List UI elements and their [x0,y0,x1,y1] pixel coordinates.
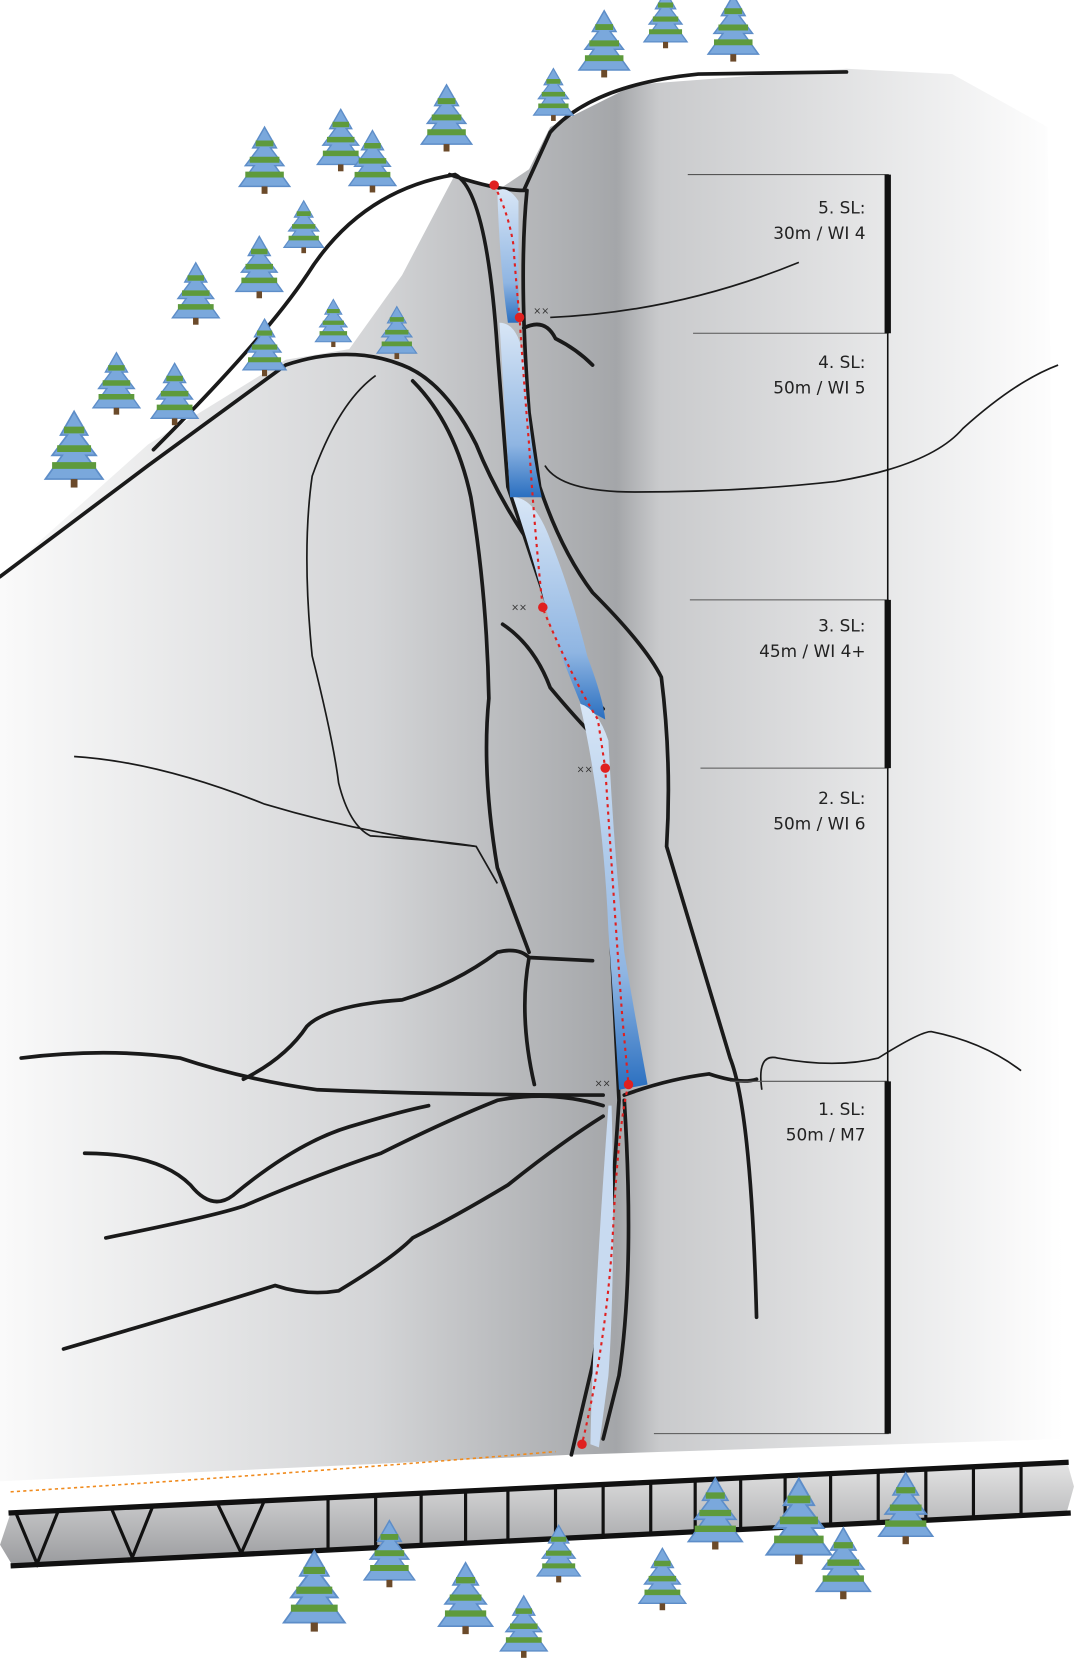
pitch-3-name: 3. SL: [818,616,865,636]
pitch-4-name: 4. SL: [818,352,865,372]
pitch-1-name: 1. SL: [818,1099,865,1119]
pitch-labels: 5. SL: 30m / WI 4 4. SL: 50m / WI 5 3. S… [759,198,865,1145]
svg-text:××: ×× [533,306,549,317]
pitch-1-info: 50m / M7 [786,1125,866,1145]
approach-path [10,1450,556,1493]
ice-fall [497,189,648,1448]
belay-stations [489,180,634,1449]
pitch-3-info: 45m / WI 4+ [759,641,865,661]
pitch-5-info: 30m / WI 4 [773,223,865,243]
rock-outlines [0,70,1059,1457]
svg-text:××: ×× [595,1079,611,1090]
bolt-markers: ×× ×× ×× ×× [511,306,611,1089]
svg-text:××: ×× [577,764,593,775]
climbing-route [493,184,630,1445]
rock-face [0,68,1064,1482]
pitch-2-name: 2. SL: [818,788,865,808]
pitch-4-info: 50m / WI 5 [773,378,865,398]
pitch-5-name: 5. SL: [818,198,865,218]
svg-text:××: ×× [511,602,527,613]
pitch-2-info: 50m / WI 6 [773,814,865,834]
pitch-scale [653,174,891,1435]
